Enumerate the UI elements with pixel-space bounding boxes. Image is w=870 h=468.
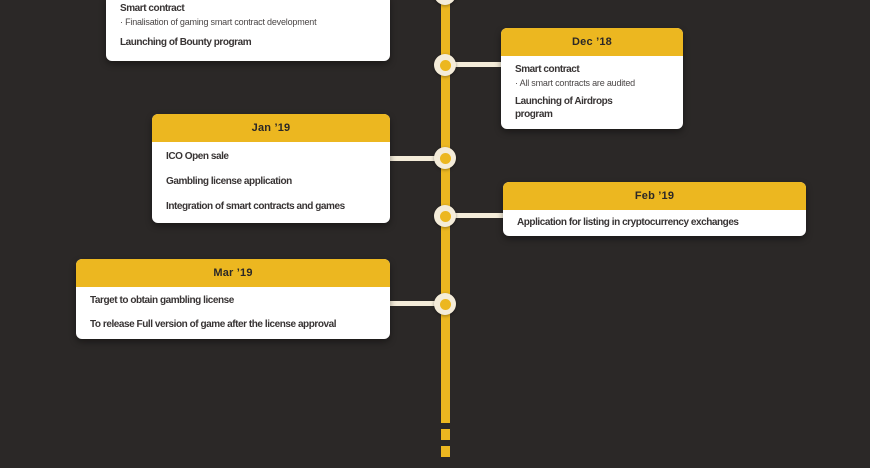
milestone-detail: · Finalisation of gaming smart contract … <box>120 17 317 27</box>
milestone-title: Gambling license application <box>166 176 292 187</box>
node-dot-icon <box>439 59 451 71</box>
milestone-title: Launching of Airdrops program <box>515 96 613 120</box>
milestone-group: To release Full version of game after th… <box>90 318 376 331</box>
date-badge: Dec ’18 <box>501 28 683 56</box>
connector-jan19 <box>390 156 446 161</box>
timeline-node-dec18 <box>434 54 456 76</box>
milestone-group: Launching of Airdrops program <box>515 95 669 121</box>
milestone-detail: · All smart contracts are audited <box>515 78 635 88</box>
milestone-group: ICO Open sale <box>166 150 376 163</box>
date-badge: Jan ’19 <box>152 114 390 142</box>
milestone-title: Integration of smart contracts and games <box>166 201 345 212</box>
milestone-title: ICO Open sale <box>166 151 229 162</box>
milestone-title: To release Full version of game after th… <box>90 319 337 330</box>
node-dot-icon <box>439 210 451 222</box>
timeline-dash <box>441 446 450 457</box>
date-badge: Mar ’19 <box>76 259 390 287</box>
milestone-card-jan19: Jan ’19 ICO Open sale Gambling license a… <box>152 114 390 223</box>
milestone-group: Gambling license application <box>166 175 376 188</box>
timeline-dash <box>441 429 450 440</box>
timeline-node-mar19 <box>434 293 456 315</box>
milestone-group: Target to obtain gambling license <box>90 294 376 307</box>
milestone-card-mar19: Mar ’19 Target to obtain gambling licens… <box>76 259 390 339</box>
connector-mar19 <box>388 301 446 306</box>
connector-dec18 <box>448 62 503 67</box>
milestone-group: Smart contract · All smart contracts are… <box>515 63 669 89</box>
milestone-card-feb19: Feb ’19 Application for listing in crypt… <box>503 182 806 236</box>
milestone-title: Smart contract <box>120 3 185 14</box>
milestone-title: Application for listing in cryptocurrenc… <box>517 217 739 228</box>
date-badge: Feb ’19 <box>503 182 806 210</box>
timeline-node-cutoff <box>434 0 456 5</box>
milestone-card-dec18: Dec ’18 Smart contract · All smart contr… <box>501 28 683 129</box>
milestone-title: Launching of Bounty program <box>120 37 252 48</box>
milestone-group: Smart contract · Finalisation of gaming … <box>120 2 376 28</box>
milestone-group: Application for listing in cryptocurrenc… <box>517 216 792 229</box>
milestone-title: Smart contract <box>515 64 580 75</box>
milestone-title: Target to obtain gambling license <box>90 295 234 306</box>
timeline-node-jan19 <box>434 147 456 169</box>
milestone-group: Integration of smart contracts and games <box>166 200 376 213</box>
node-dot-icon <box>439 298 451 310</box>
timeline-node-feb19 <box>434 205 456 227</box>
milestone-card-cutoff: Smart contract · Finalisation of gaming … <box>106 0 390 61</box>
milestone-group: Launching of Bounty program <box>120 36 376 49</box>
connector-feb19 <box>448 213 505 218</box>
node-dot-icon <box>439 152 451 164</box>
